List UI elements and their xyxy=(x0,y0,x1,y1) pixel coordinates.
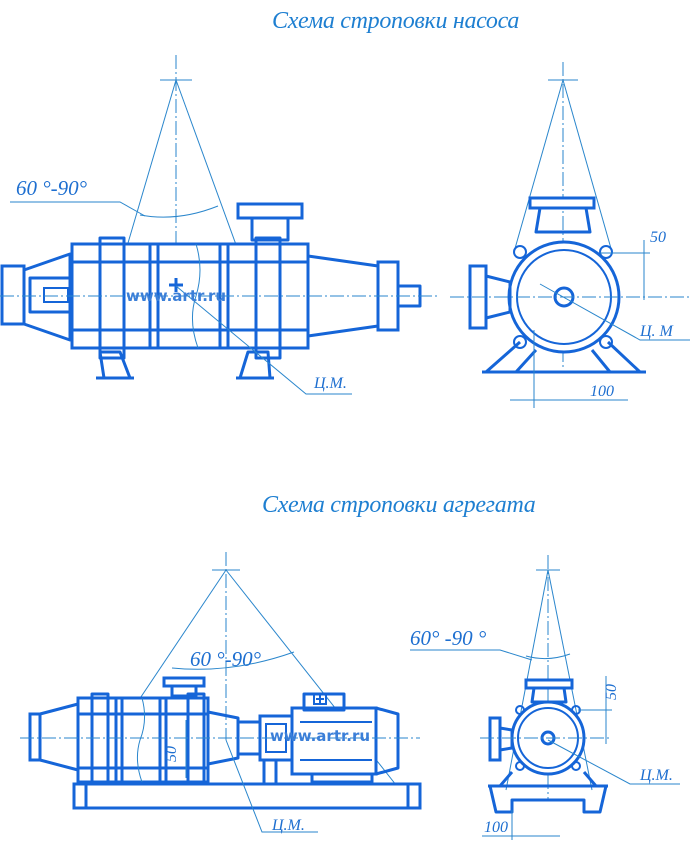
angle-leader xyxy=(10,201,146,217)
watermark-bottom: www.artr.ru xyxy=(270,727,370,745)
center-of-mass-marker xyxy=(169,278,183,292)
dim-100-label-pump: 100 xyxy=(590,383,614,400)
cm-leader-unit xyxy=(225,739,318,833)
angle-arc-unit-end xyxy=(525,653,571,660)
unit-slinging-title: Схема строповки агрегата xyxy=(262,492,536,518)
angle-arc xyxy=(139,205,219,218)
watermark-top: www.artr.ru xyxy=(126,287,226,305)
dimension-50-unit-end xyxy=(578,676,612,744)
angle-label-unit-end: 60° -90 ° xyxy=(410,626,487,650)
dimension-100-top xyxy=(510,330,628,408)
dim-50-label-unit-end: 50 xyxy=(603,684,620,700)
pump-end-view xyxy=(450,62,690,408)
sling-ropes-end xyxy=(513,62,613,370)
dimension-100-unit-end xyxy=(482,810,560,840)
dimension-50-top xyxy=(600,240,650,300)
cm-leader xyxy=(175,285,352,395)
cm-label-unit-end: Ц.М. xyxy=(639,767,673,784)
cm-leader-end xyxy=(539,283,690,341)
cm-label-pump-end: Ц. М xyxy=(639,323,675,340)
dim-50-label-unit-side: 50 xyxy=(163,746,180,762)
angle-label-pump: 60 °-90° xyxy=(16,176,88,200)
angle-leader-unit-end xyxy=(410,649,533,661)
unit-end-view xyxy=(410,555,680,840)
unit-side-view xyxy=(20,552,422,833)
angle-arc-unit xyxy=(171,651,295,670)
angle-label-unit-side: 60 °-90° xyxy=(190,647,262,671)
cm-label-pump-side: Ц.М. xyxy=(313,375,347,392)
dim-50-label-pump: 50 xyxy=(650,229,666,246)
cm-leader-unit-end xyxy=(547,739,680,785)
cm-label-unit-side: Ц.М. xyxy=(271,817,305,834)
dim-100-label-unit-end: 100 xyxy=(484,819,508,836)
pump-side-view xyxy=(0,55,440,395)
pump-slinging-title: Схема строповки насоса xyxy=(272,8,520,34)
